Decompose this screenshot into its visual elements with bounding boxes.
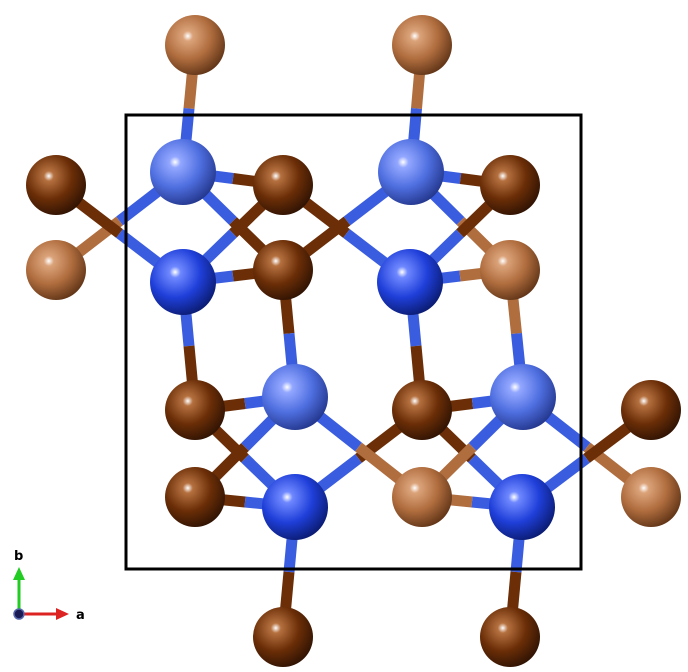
brown-atom — [480, 240, 540, 300]
brown-atom — [480, 155, 540, 215]
b-axis-arrowhead — [13, 567, 25, 580]
brown-atom — [165, 467, 225, 527]
brown-atom — [253, 240, 313, 300]
blue-atom — [150, 139, 216, 205]
brown-atom — [392, 15, 452, 75]
brown-atom — [253, 155, 313, 215]
blue-atom — [378, 139, 444, 205]
a-axis-label: a — [76, 608, 85, 623]
brown-atom — [165, 380, 225, 440]
blue-atom — [150, 249, 216, 315]
blue-atom — [489, 474, 555, 540]
brown-atom — [392, 380, 452, 440]
brown-atom — [480, 607, 540, 667]
brown-atom — [253, 607, 313, 667]
axis-origin — [13, 608, 25, 620]
axis-indicator: b a — [13, 549, 85, 623]
a-axis-arrowhead — [56, 608, 69, 620]
blue-atom — [377, 249, 443, 315]
b-axis-label: b — [14, 549, 23, 564]
bonds-layer — [52, 44, 655, 638]
brown-atom — [165, 15, 225, 75]
brown-atom — [392, 467, 452, 527]
blue-atom — [490, 364, 556, 430]
brown-atom — [621, 380, 681, 440]
unit-cell-outline — [124, 113, 583, 571]
atoms-layer — [26, 15, 681, 667]
blue-atom — [262, 474, 328, 540]
blue-atom — [262, 364, 328, 430]
brown-atom — [26, 240, 86, 300]
brown-atom — [26, 155, 86, 215]
brown-atom — [621, 467, 681, 527]
